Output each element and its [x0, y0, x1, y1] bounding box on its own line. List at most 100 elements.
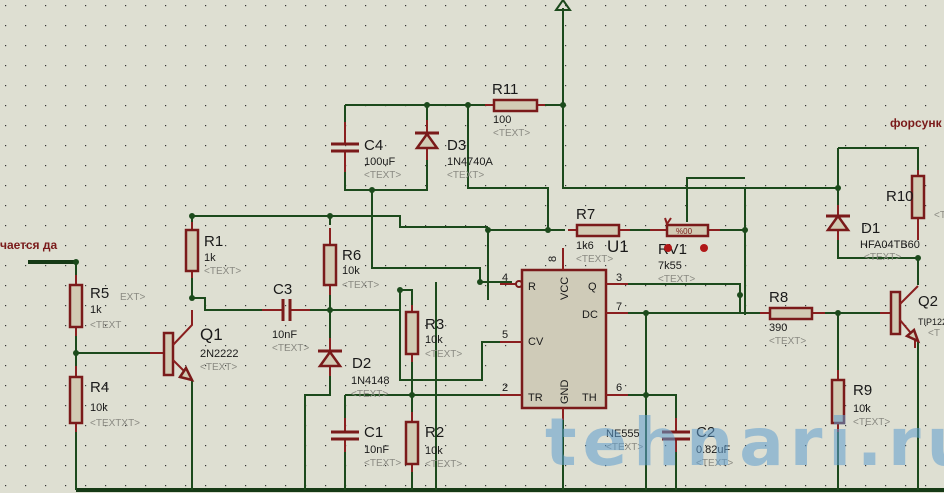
- r10-designator: R10: [886, 188, 914, 205]
- net-label-injector: форсунк: [890, 116, 943, 130]
- q2-text-placeholder: <T: [928, 328, 940, 339]
- d3-value: 1N4740A: [447, 156, 494, 168]
- resistor-r2[interactable]: R2 10k <TEXT>: [404, 412, 462, 472]
- net-label-input: чается да: [0, 238, 58, 252]
- c4-designator: C4: [364, 137, 383, 154]
- r11-text-placeholder: <TEXT>: [493, 128, 530, 139]
- d3-text-placeholder: <TEXT>: [447, 170, 484, 181]
- resistor-r11[interactable]: R11 100 <TEXT>: [485, 81, 545, 139]
- r9-text-placeholder: <TEXT>: [853, 417, 890, 428]
- diode-d2[interactable]: D2 1N4148 <TEXT>: [317, 338, 390, 400]
- q1-designator: Q1: [200, 325, 223, 344]
- capacitor-c1[interactable]: C1 10nF <TEXT>: [331, 418, 401, 469]
- u1-num: 4: [502, 272, 508, 284]
- q1-text-placeholder: <TEXT>: [200, 362, 237, 373]
- r1-designator: R1: [204, 233, 223, 250]
- c1-text-placeholder: <TEXT>: [364, 458, 401, 469]
- u1-name: TH: [582, 392, 597, 404]
- d1-text-placeholder: <TEXT>: [864, 252, 901, 263]
- u1-name: DC: [582, 309, 598, 321]
- capacitor-c4[interactable]: C4 100uF <TEXT>: [331, 122, 401, 181]
- transistor-q1[interactable]: Q1 2N2222 <TEXT>: [150, 310, 239, 382]
- u1-name: Q: [588, 281, 597, 293]
- u1-num: 6: [616, 382, 622, 394]
- c4-text-placeholder: <TEXT>: [364, 170, 401, 181]
- u1-value: NE555: [606, 428, 640, 440]
- watermark-text: tehnari.ru: [545, 404, 944, 481]
- r7-text-placeholder: <TEXT>: [576, 254, 613, 265]
- d3-designator: D3: [447, 137, 466, 154]
- r8-text-placeholder: <TEXT>: [769, 336, 806, 347]
- r4-value: 10k: [90, 402, 108, 414]
- r2-value: 10k: [425, 445, 443, 457]
- resistor-r5[interactable]: R5 1k <TEXT EXT>: [68, 275, 145, 336]
- junctions: [73, 102, 921, 398]
- rv1-value: 7k55: [658, 260, 682, 272]
- r5-designator: R5: [90, 285, 109, 302]
- resistor-r9[interactable]: R9 10k <TEXT>: [830, 370, 890, 432]
- rv1-text-placeholder: <TEXT>: [658, 274, 695, 285]
- q1-value: 2N2222: [200, 348, 239, 360]
- d1-value: HFA04TB60: [860, 239, 920, 251]
- d2-text-placeholder: <TEXT>: [351, 389, 388, 400]
- d1-designator: D1: [861, 220, 880, 237]
- rv1-body_label: %00: [676, 227, 693, 236]
- d2-designator: D2: [352, 355, 371, 372]
- c1-value: 10nF: [364, 444, 389, 456]
- u1-num: 5: [502, 329, 508, 341]
- r7-designator: R7: [576, 206, 595, 223]
- u1-designator: U1: [607, 237, 629, 256]
- r5-text-placeholder: <TEXT: [90, 320, 121, 331]
- c2-designator: C2: [696, 424, 715, 441]
- resistor-r10[interactable]: R10 <T: [886, 170, 944, 240]
- c2-value: 0.82uF: [696, 444, 731, 456]
- r6-designator: R6: [342, 247, 361, 264]
- potentiometer-rv1[interactable]: %00 RV1 7k55 <TEXT>: [650, 217, 720, 285]
- diode-d3[interactable]: D3 1N4740A <TEXT>: [414, 120, 494, 181]
- u1-num: 2: [502, 382, 508, 394]
- u1-num: 7: [616, 301, 622, 313]
- c3-designator: C3: [273, 281, 292, 298]
- u1-name: VCC: [559, 277, 571, 300]
- r9-value: 10k: [853, 403, 871, 415]
- capacitor-c3[interactable]: C3 10nF <TEXT>: [262, 281, 310, 354]
- r9-designator: R9: [853, 382, 872, 399]
- resistor-r7[interactable]: R7 1k6 <TEXT>: [568, 206, 630, 265]
- power-terminal-icon: [554, 0, 572, 11]
- r2-designator: R2: [425, 424, 444, 441]
- u1-name: GND: [559, 380, 571, 405]
- q2-value: TIP122: [918, 317, 944, 327]
- resistor-r1[interactable]: R1 1k <TEXT>: [184, 222, 241, 278]
- r7-value: 1k6: [576, 240, 594, 252]
- ic-u1-ne555[interactable]: 4 R 5 CV 2 TR 8 VCC GND 3 Q 7 DC 6 TH U1…: [500, 237, 643, 453]
- u1-name: CV: [528, 336, 544, 348]
- diode-d1[interactable]: D1 HFA04TB60 <TEXT>: [825, 205, 920, 263]
- r3-text-placeholder: <TEXT>: [425, 349, 462, 360]
- u1-name: R: [528, 281, 536, 293]
- r8-designator: R8: [769, 289, 788, 306]
- u1-text-placeholder: <TEXT>: [606, 442, 643, 453]
- capacitor-c2[interactable]: C2 0.82uF <TEXT>: [662, 418, 733, 469]
- c2-text-placeholder: <TEXT>: [696, 458, 733, 469]
- resistor-r8[interactable]: R8 390 <TEXT>: [760, 289, 825, 347]
- u1-num: 8: [547, 256, 559, 262]
- c3-value: 10nF: [272, 329, 297, 341]
- u1-num: 3: [616, 272, 622, 284]
- resistor-r6[interactable]: R6 10k <TEXT>: [322, 228, 379, 295]
- r4-designator: R4: [90, 379, 109, 396]
- u1-name: TR: [528, 392, 543, 404]
- d2-value: 1N4148: [351, 375, 390, 387]
- r3-designator: R3: [425, 316, 444, 333]
- c3-text-placeholder: <TEXT>: [272, 343, 309, 354]
- c1-designator: C1: [364, 424, 383, 441]
- r3-value: 10k: [425, 334, 443, 346]
- resistor-r3[interactable]: R3 10k <TEXT>: [404, 305, 462, 362]
- r1-text-placeholder: <TEXT>: [204, 266, 241, 277]
- transistor-q2[interactable]: Q2 TIP122 <T: [880, 285, 944, 348]
- resistor-r4[interactable]: R4 10k <TEXTXT>: [68, 366, 140, 432]
- r6-value: 10k: [342, 265, 360, 277]
- r11-designator: R11: [492, 81, 518, 98]
- q2-designator: Q2: [918, 293, 938, 310]
